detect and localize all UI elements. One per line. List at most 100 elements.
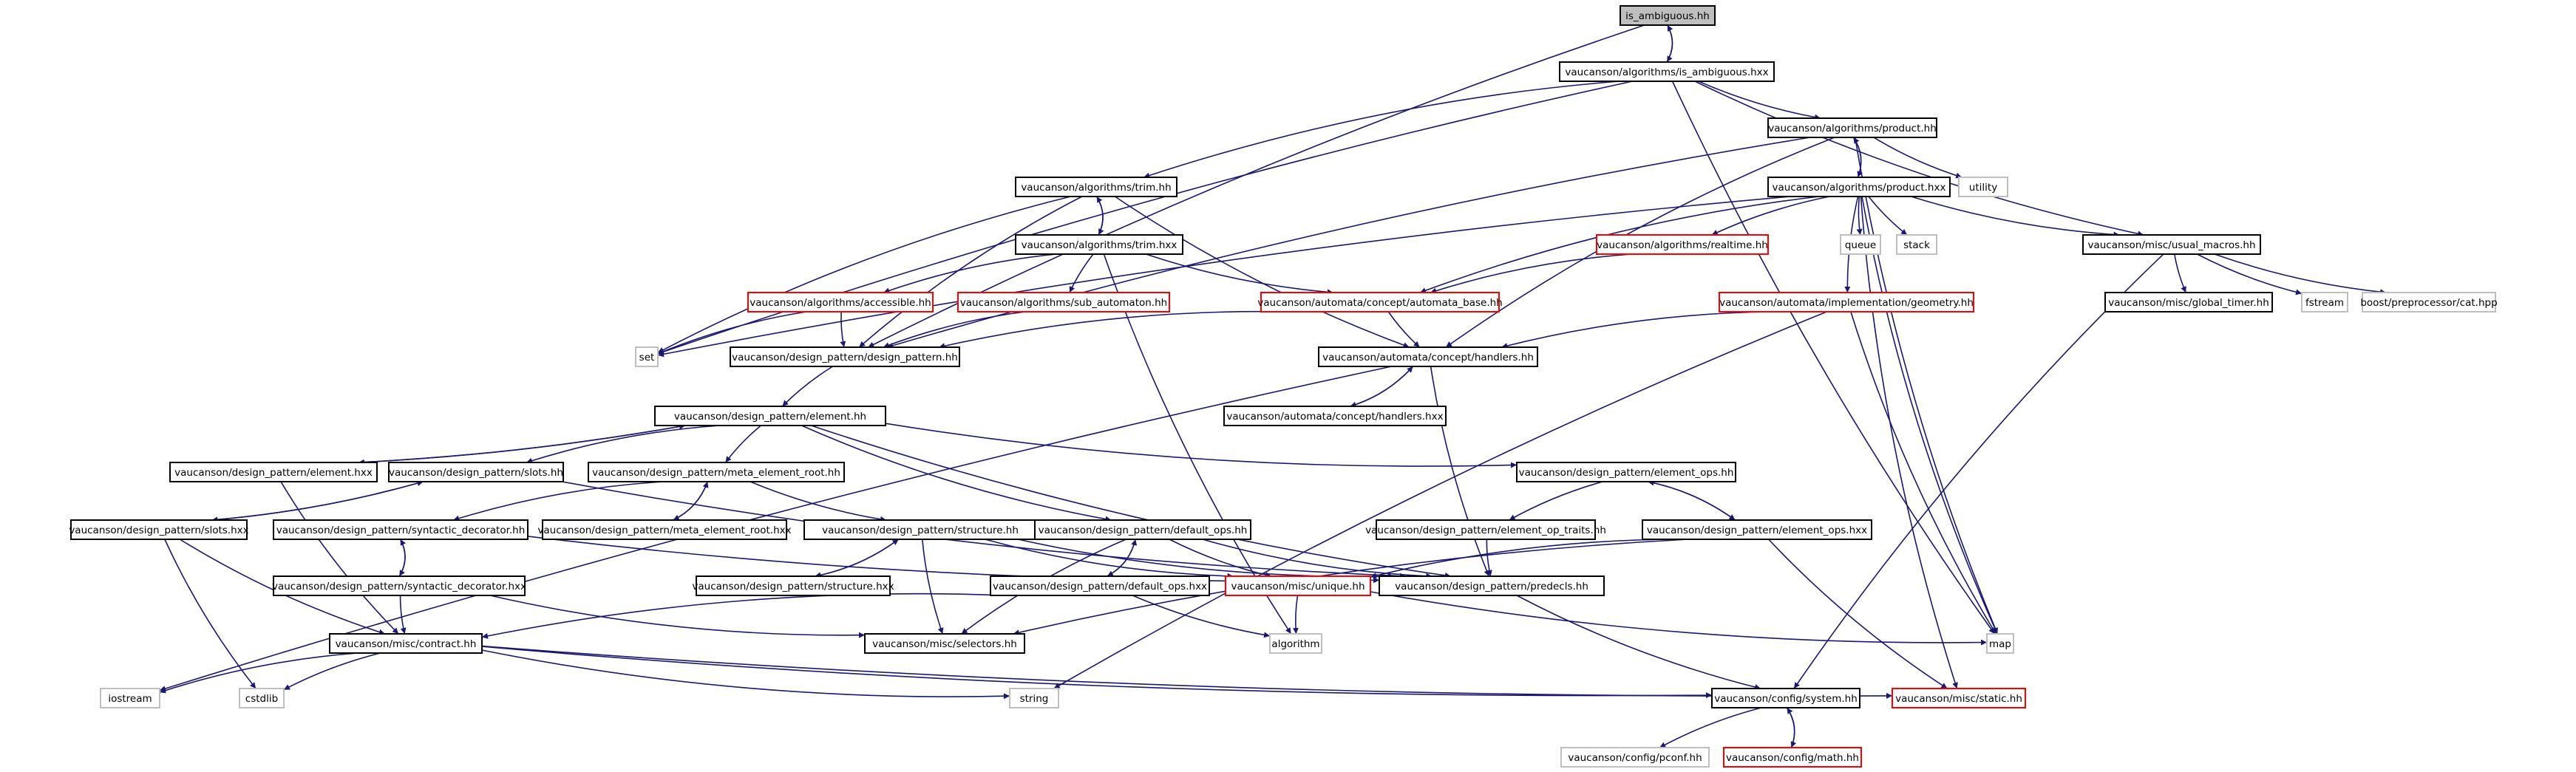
header-file-node[interactable]: vaucanson/design_pattern/meta_element_ro… xyxy=(588,462,845,482)
node-label: vaucanson/misc/usual_macros.hh xyxy=(2087,239,2255,251)
node-label: vaucanson/algorithms/trim.hxx xyxy=(1022,239,1177,251)
edge-n37-to-n41 xyxy=(1292,595,1299,635)
header-file-node[interactable]: vaucanson/design_pattern/structure.hxx xyxy=(692,575,894,596)
header-file-node[interactable]: vaucanson/misc/usual_macros.hh xyxy=(2082,234,2261,255)
node-label: vaucanson/config/math.hh xyxy=(1726,752,1859,764)
header-file-node[interactable]: vaucanson/design_pattern/predecls.hh xyxy=(1379,575,1605,596)
unlinked-header-node[interactable]: vaucanson/config/math.hh xyxy=(1723,747,1862,768)
edge-n2-to-n42 xyxy=(1854,137,1999,635)
edge-n1-to-n2 xyxy=(1698,81,1821,120)
unlinked-header-node[interactable]: vaucanson/automata/concept/automata_base… xyxy=(1257,292,1503,312)
header-file-node[interactable]: vaucanson/design_pattern/slots.hxx xyxy=(69,519,249,540)
edge-n22-to-n26 xyxy=(885,423,1518,468)
node-label: vaucanson/design_pattern/element_op_trai… xyxy=(1365,525,1606,536)
edge-n39-to-n44 xyxy=(283,652,381,691)
node-label: stack xyxy=(1903,239,1930,251)
edge-n8-to-n17 xyxy=(2214,253,2387,296)
node-label: utility xyxy=(1969,182,1997,194)
header-file-node[interactable]: vaucanson/design_pattern/syntactic_decor… xyxy=(272,575,526,596)
edge-n22-to-n25 xyxy=(724,425,762,463)
edge-n49-to-n46 xyxy=(1786,707,1795,748)
edge-n35-to-n30 xyxy=(815,539,900,577)
edge-n33-to-n40 xyxy=(1013,539,1689,636)
unlinked-header-node[interactable]: vaucanson/misc/static.hh xyxy=(1892,688,2026,708)
node-label: vaucanson/misc/unique.hh xyxy=(1231,581,1365,592)
edge-n4-to-n18 xyxy=(657,196,1071,354)
header-file-node[interactable]: vaucanson/algorithms/product.hh xyxy=(1767,117,1937,138)
header-file-node[interactable]: vaucanson/design_pattern/element_ops.hh xyxy=(1516,462,1736,482)
header-file-node[interactable]: vaucanson/automata/concept/handlers.hh xyxy=(1318,346,1538,367)
edge-n22-to-n23 xyxy=(358,425,686,465)
edge-n10-to-n13 xyxy=(1146,253,1333,296)
unlinked-header-node[interactable]: vaucanson/algorithms/sub_automaton.hh xyxy=(957,292,1170,312)
header-file-node[interactable]: vaucanson/algorithms/is_ambiguous.hxx xyxy=(1559,61,1775,82)
edge-n2-to-n3 xyxy=(1873,137,1962,179)
header-file-node[interactable]: vaucanson/design_pattern/element.hh xyxy=(654,406,886,426)
edge-n30-to-n40 xyxy=(922,539,944,635)
edge-n32-to-n38 xyxy=(1486,539,1492,577)
edge-n8-to-n46 xyxy=(1793,253,2164,689)
header-file-node[interactable]: vaucanson/design_pattern/default_ops.hxx xyxy=(990,575,1210,596)
unlinked-header-node[interactable]: vaucanson/automata/implementation/geomet… xyxy=(1719,292,1974,312)
header-file-node[interactable]: vaucanson/algorithms/trim.hh xyxy=(1015,177,1177,197)
external-header-node: algorithm xyxy=(1269,633,1322,654)
header-file-node[interactable]: vaucanson/config/system.hh xyxy=(1711,688,1860,708)
edge-n31-to-n37 xyxy=(1169,539,1272,578)
edge-n10-to-n11 xyxy=(883,253,1056,294)
node-label: vaucanson/design_pattern/element.hh xyxy=(674,411,866,423)
edge-n38-to-n46 xyxy=(1516,595,1761,690)
header-file-node[interactable]: vaucanson/design_pattern/default_ops.hh xyxy=(1034,519,1251,540)
edge-n21-to-n20 xyxy=(1350,366,1414,407)
header-file-node[interactable]: vaucanson/design_pattern/element_ops.hxx xyxy=(1642,519,1872,540)
header-file-node[interactable]: vaucanson/automata/concept/handlers.hxx xyxy=(1223,406,1447,426)
node-label: is_ambiguous.hh xyxy=(1625,10,1710,22)
node-label: vaucanson/algorithms/sub_automaton.hh xyxy=(960,297,1167,309)
edge-n5-to-n47 xyxy=(1860,196,1958,689)
header-file-node[interactable]: vaucanson/design_pattern/syntactic_decor… xyxy=(273,519,529,540)
external-header-node: stack xyxy=(1896,234,1937,255)
header-file-node[interactable]: vaucanson/design_pattern/design_pattern.… xyxy=(730,346,960,367)
edge-n14-to-n42 xyxy=(1850,311,1996,635)
node-label: vaucanson/design_pattern/element_ops.hh xyxy=(1519,467,1734,479)
node-label: queue xyxy=(1845,239,1876,251)
header-file-node[interactable]: vaucanson/design_pattern/structure.hh xyxy=(803,519,1037,540)
edge-n20-to-n38 xyxy=(1430,366,1490,577)
edge-n5-to-n13 xyxy=(1419,196,1820,293)
edge-n29-to-n25 xyxy=(673,481,709,521)
header-file-node[interactable]: vaucanson/design_pattern/element.hxx xyxy=(169,462,378,482)
header-file-node[interactable]: vaucanson/misc/global_timer.hh xyxy=(2104,292,2273,312)
node-label: vaucanson/misc/global_timer.hh xyxy=(2108,297,2269,309)
unlinked-header-node[interactable]: vaucanson/algorithms/realtime.hh xyxy=(1596,234,1769,255)
node-label: string xyxy=(1020,693,1049,705)
unlinked-header-node[interactable]: vaucanson/algorithms/accessible.hh xyxy=(747,292,934,312)
edge-n12-to-n19 xyxy=(883,311,1026,348)
header-file-node[interactable]: vaucanson/algorithms/product.hxx xyxy=(1767,177,1951,197)
edge-n22-to-n24 xyxy=(526,425,720,464)
unlinked-header-node[interactable]: vaucanson/misc/unique.hh xyxy=(1225,575,1371,596)
edge-n24-to-n38 xyxy=(561,481,1407,579)
edge-n25-to-n30 xyxy=(750,481,887,522)
node-label: vaucanson/design_pattern/default_ops.hxx xyxy=(993,581,1207,592)
edge-n8-to-n16 xyxy=(2197,253,2303,296)
edge-n39-to-n43 xyxy=(159,652,358,694)
node-label: vaucanson/design_pattern/element.hxx xyxy=(174,467,373,479)
node-label: vaucanson/design_pattern/element_ops.hxx xyxy=(1647,525,1867,536)
edge-n25-to-n29 xyxy=(673,481,709,521)
header-file-node[interactable]: vaucanson/design_pattern/slots.hh xyxy=(388,462,564,482)
edge-n1-to-n42 xyxy=(1671,81,1996,635)
header-file-node[interactable]: vaucanson/misc/contract.hh xyxy=(329,633,483,654)
node-label: vaucanson/misc/static.hh xyxy=(1895,693,2022,705)
edge-n31-to-n38 xyxy=(1202,539,1433,579)
node-label: vaucanson/config/system.hh xyxy=(1714,693,1858,705)
header-file-node[interactable]: vaucanson/design_pattern/element_op_trai… xyxy=(1365,519,1606,540)
node-label: vaucanson/design_pattern/structure.hxx xyxy=(692,581,894,592)
header-file-node[interactable]: vaucanson/misc/selectors.hh xyxy=(864,633,1025,654)
edge-n28-to-n38 xyxy=(527,536,1380,584)
header-file-node[interactable]: vaucanson/design_pattern/meta_element_ro… xyxy=(537,519,792,540)
header-file-node[interactable]: vaucanson/algorithms/trim.hxx xyxy=(1015,234,1183,255)
edge-n14-to-n20 xyxy=(1501,311,1773,349)
edge-n27-to-n24 xyxy=(211,480,424,521)
node-label: vaucanson/automata/concept/automata_base… xyxy=(1257,297,1502,309)
node-label: vaucanson/config/pconf.hh xyxy=(1568,752,1702,764)
